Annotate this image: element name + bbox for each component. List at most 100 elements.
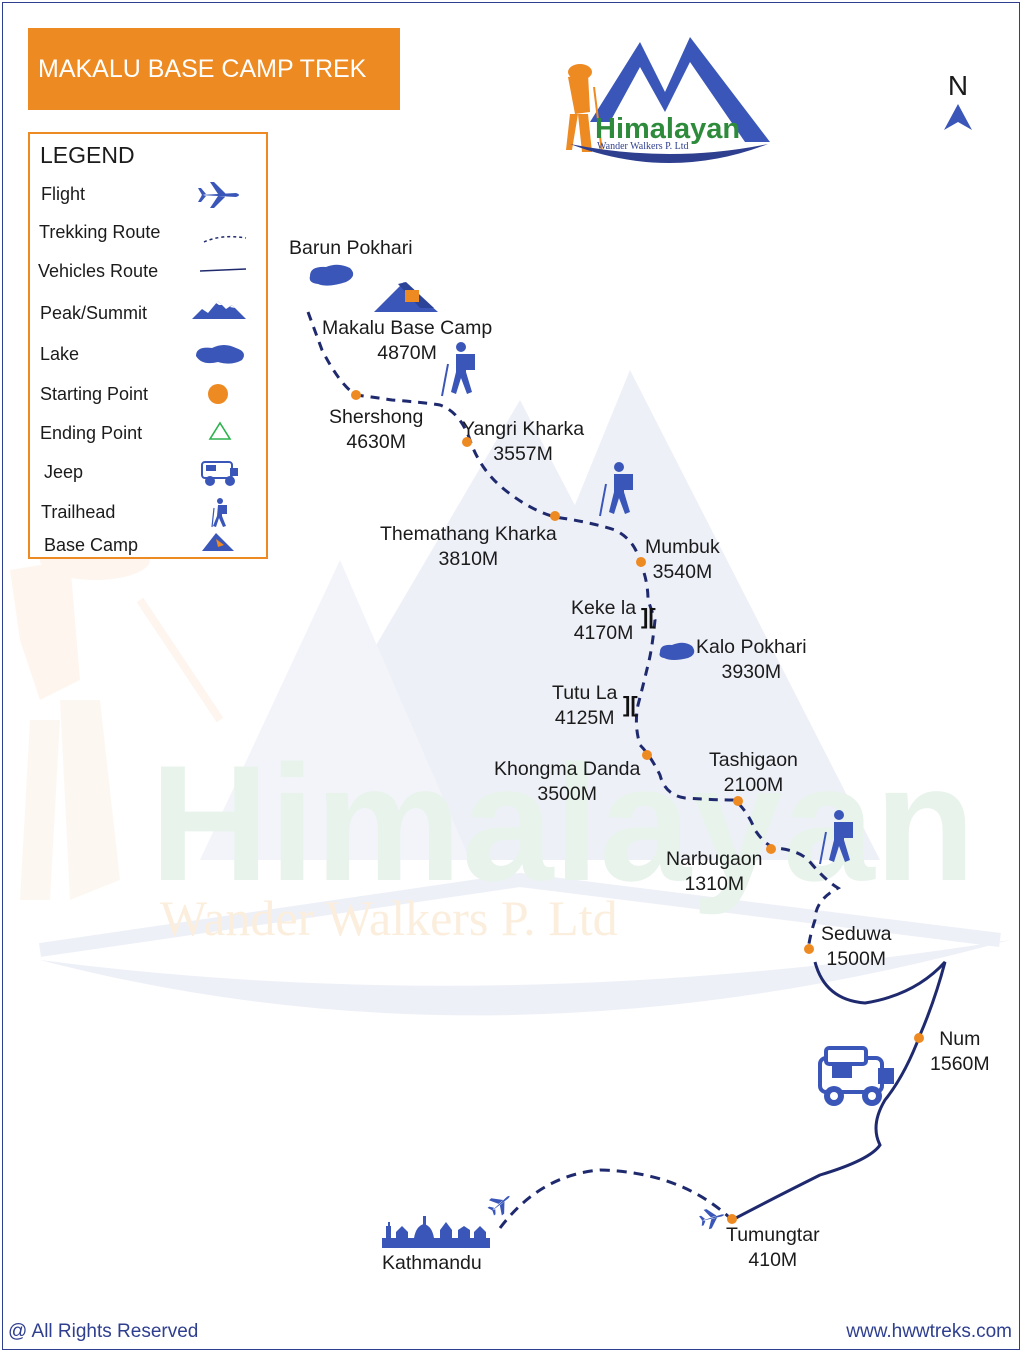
company-logo: Himalayan Wander Walkers P. Ltd [566, 37, 770, 163]
place-name: Barun Pokhari [289, 237, 413, 259]
kathmandu-skyline-icon [382, 1216, 490, 1248]
place-name: Yangri Kharka [462, 418, 585, 440]
place-name: Kalo Pokhari [696, 636, 807, 658]
legend-label: Starting Point [40, 384, 149, 404]
place-name: Shershong [329, 406, 424, 428]
place-name: Themathang Kharka [380, 523, 557, 545]
waypoint-dot-narbugaon [766, 844, 776, 854]
place-altitude: 410M [748, 1249, 798, 1271]
place-altitude: 4125M [554, 707, 615, 729]
waypoint-dot-tumungtar [727, 1214, 737, 1224]
vehicle-route [731, 960, 947, 1222]
watermark-hiker-icon [10, 540, 224, 900]
legend-box: LEGEND Flight Trekking Route Vehicles Ro… [28, 132, 268, 559]
north-label: N [947, 70, 969, 101]
place-name: Makalu Base Camp [322, 317, 493, 339]
place-name: Tumungtar [726, 1224, 820, 1246]
logo-tagline: Wander Walkers P. Ltd [597, 141, 689, 152]
waypoint-dot-num [914, 1033, 924, 1043]
waypoint-dot-shershong [351, 390, 361, 400]
green-triangle-icon [208, 421, 232, 440]
place-num: Num 1560M [930, 1027, 990, 1077]
jeep-icon [201, 461, 238, 486]
place-khongma-danda: Khongma Danda 3500M [494, 757, 640, 807]
logo-hiker-icon [566, 64, 603, 153]
place-yangri-kharka: Yangri Kharka 3557M [462, 417, 584, 467]
place-kathmandu: Kathmandu [382, 1251, 482, 1276]
place-altitude: 3500M [537, 783, 597, 805]
pass-marker-tutu-la: ][ [623, 692, 638, 717]
plane-icon [487, 1195, 510, 1216]
place-barun-pokhari: Barun Pokhari [289, 236, 413, 261]
waypoint-dot-khongma [642, 750, 652, 760]
waypoint-dot-mumbuk [636, 557, 646, 567]
place-name: Num [939, 1028, 981, 1050]
place-altitude: 3540M [652, 561, 713, 583]
legend-item-lake: Lake [30, 338, 266, 372]
legend-item-base-camp: Base Camp [30, 529, 266, 563]
legend-item-trailhead: Trailhead [30, 496, 266, 530]
legend-label: Trailhead [41, 502, 116, 522]
place-altitude: 4170M [573, 622, 634, 644]
jeep-icon [818, 1046, 894, 1106]
hiker-icon [211, 498, 227, 528]
place-tumungtar: Tumungtar 410M [726, 1223, 820, 1273]
map-title: MAKALU BASE CAMP TREK [28, 28, 400, 110]
waypoint-dot-yangri-kharka [462, 437, 472, 447]
plane-icon [198, 182, 239, 208]
legend-item-vehicles-route: Vehicles Route [30, 255, 266, 289]
legend-label: Peak/Summit [40, 303, 148, 323]
place-altitude: 2100M [723, 774, 784, 796]
place-altitude: 3557M [493, 443, 553, 465]
place-mumbuk: Mumbuk 3540M [645, 535, 720, 585]
legend-label: Lake [40, 344, 80, 364]
place-keke-la: Keke la 4170M [571, 596, 636, 646]
place-altitude: 3810M [438, 548, 499, 570]
place-tashigaon: Tashigaon 2100M [709, 748, 798, 798]
legend-heading: LEGEND [40, 142, 135, 168]
place-altitude: 1310M [684, 873, 745, 895]
legend-item-starting-point: Starting Point [30, 378, 266, 412]
legend-item-trekking-route: Trekking Route [30, 216, 266, 250]
legend-item-peak: Peak/Summit [30, 297, 266, 331]
place-altitude: 4870M [377, 342, 437, 364]
north-arrow: N [938, 70, 978, 140]
place-kalo-pokhari: Kalo Pokhari 3930M [696, 635, 807, 685]
legend-item-flight: Flight [30, 178, 266, 212]
place-shershong: Shershong 4630M [329, 405, 423, 455]
solid-line-icon [199, 268, 247, 272]
tent-icon [374, 282, 438, 312]
hiker-icon [441, 342, 475, 397]
place-altitude: 3930M [721, 661, 782, 683]
place-name: Khongma Danda [494, 758, 641, 780]
trekking-route-upper [306, 311, 842, 951]
place-altitude: 1560M [930, 1053, 990, 1075]
website-link[interactable]: www.hwwtreks.com [846, 1321, 1012, 1342]
watermark-tagline: Wander Walkers P. Ltd [160, 890, 618, 946]
legend-label: Ending Point [40, 423, 143, 443]
waypoint-dot-themathang [550, 511, 560, 521]
map-title-text: MAKALU BASE CAMP TREK [38, 54, 367, 83]
legend-label: Base Camp [44, 535, 139, 555]
place-name: Kathmandu [382, 1252, 482, 1274]
copyright-text: @ All Rights Reserved [8, 1321, 199, 1342]
place-altitude: 1500M [826, 948, 887, 970]
lake-icon [196, 345, 244, 364]
lake-icon [659, 642, 695, 660]
lake-icon [309, 264, 354, 286]
legend-label: Trekking Route [39, 222, 161, 242]
place-seduwa: Seduwa 1500M [821, 922, 891, 972]
place-narbugaon: Narbugaon 1310M [666, 847, 763, 897]
dashed-line-icon [203, 235, 247, 243]
place-tutu-la: Tutu La 4125M [552, 681, 617, 731]
legend-item-jeep: Jeep [30, 456, 266, 490]
place-name: Narbugaon [666, 848, 763, 870]
hiker-icon [819, 810, 853, 865]
legend-label: Vehicles Route [38, 261, 159, 281]
waypoint-dot-tashigaon [733, 796, 743, 806]
legend-label: Jeep [44, 462, 84, 482]
hiker-icon [599, 462, 633, 517]
